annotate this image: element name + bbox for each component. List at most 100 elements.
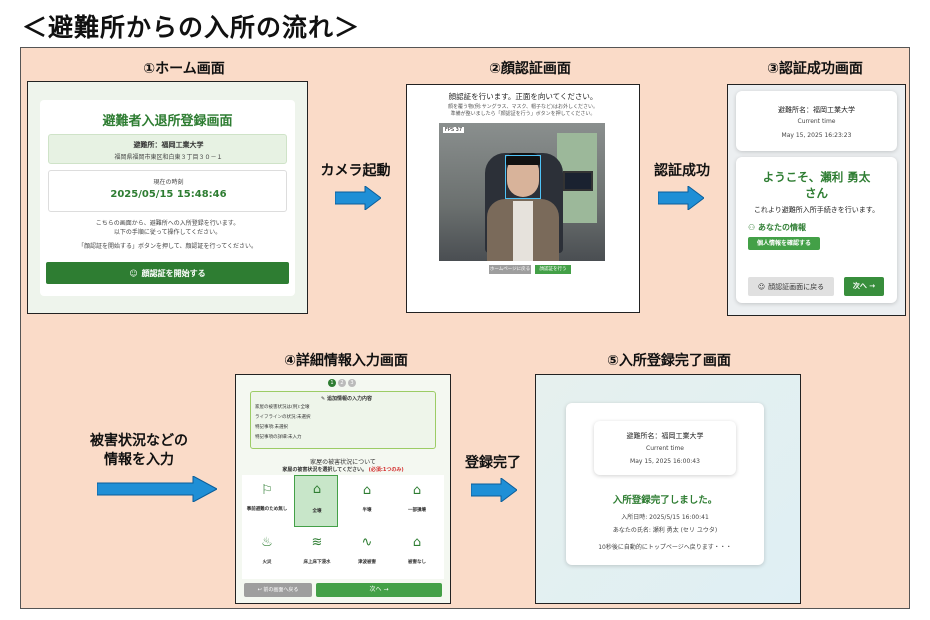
summary-line-1: 家屋の被害状況は(例):全壊	[255, 405, 310, 410]
face-icon: ☺	[129, 268, 138, 278]
option-fire[interactable]: ♨ 火災	[244, 529, 290, 577]
step-3: 3	[348, 379, 356, 387]
fps-readout: FPS 37	[443, 127, 465, 133]
arrow-label-camera: カメラ起動	[320, 163, 391, 179]
entry-time: 入所日時: 2025/5/15 16:00:41	[621, 514, 709, 521]
water-icon: ≋	[311, 535, 323, 550]
arrow-right-icon	[658, 186, 704, 210]
option-total-collapse[interactable]: ⌂ 全壊	[294, 475, 338, 527]
complete-screen: 避難所名：福岡工業大学 Current time May 15, 2025 16…	[535, 374, 801, 604]
step-1: 1	[328, 379, 336, 387]
home-heading: 避難者入退所登録画面	[102, 114, 233, 129]
option-label: 半壊	[362, 508, 372, 513]
success-time-label: Current time	[797, 118, 836, 125]
welcome-line-1: ようこそ、瀬利 勇太	[762, 170, 871, 184]
summary-line-4: 特記事項の詳細:未入力	[255, 435, 302, 440]
back-home-button[interactable]: ホームページに戻る	[489, 265, 531, 274]
proceed-text: これより避難所入所手続きを行います。	[753, 206, 880, 214]
summary-title: ✎ 追加情報の入力内容	[321, 395, 372, 402]
auth-success-screen: 避難所名：福岡工業大学 Current time May 15, 2025 16…	[727, 84, 906, 316]
complete-shelter-name: 避難所名：福岡工業大学	[626, 432, 704, 440]
camera-preview: FPS 37	[439, 123, 605, 261]
home-icon: ⌂	[312, 482, 322, 497]
damage-section-title: 家屋の被害状況について	[310, 459, 376, 466]
face-icon: ☺	[757, 282, 766, 291]
do-face-auth-button[interactable]: 顔認証を行う	[535, 265, 571, 274]
step-indicator: 1 2 3	[328, 379, 356, 387]
shelter-card: 避難所名：福岡工業大学 Current time May 15, 2025 16…	[736, 91, 897, 151]
home-desc-1: こちらの画面から、避難所への入所登録を行います。	[95, 220, 240, 227]
option-label: 火災	[262, 560, 272, 565]
time-box: 現在の時刻 2025/05/15 15:48:46	[48, 170, 287, 212]
person-shirt	[513, 201, 533, 261]
detail-next-button[interactable]: 次へ →	[316, 583, 442, 597]
damage-options-grid: ⚐ 事前避難のため無し ⌂ 全壊 ⌂ 半壊 ⌂ 一部損壊 ♨ 火災 ≋ 床上床下…	[242, 475, 444, 579]
shelter-address: 福岡県福岡市東区和白東３丁目３０－１	[114, 154, 223, 161]
option-label: 床上床下浸水	[303, 560, 331, 565]
resident-name: あなたの氏名: 瀬利 勇太 (セリ ユウタ)	[612, 527, 718, 534]
option-label: 津波被害	[358, 560, 376, 565]
option-no-damage[interactable]: ⌂ 被害なし	[394, 529, 440, 577]
home-panel-label: ①ホーム画面	[143, 61, 225, 77]
next-button[interactable]: 次へ →	[844, 277, 884, 296]
shelter-info-box: 避難所：福岡工業大学 福岡県福岡市東区和白東３丁目３０－１	[48, 134, 287, 164]
face-panel-label: ②顔認証画面	[489, 61, 571, 77]
detail-panel-label: ④詳細情報入力画面	[284, 353, 408, 369]
required-note: (必須:1つのみ)	[368, 467, 404, 473]
home-icon: ⌂	[412, 483, 422, 498]
option-label: 事前避難のため無し	[246, 507, 288, 512]
complete-card: 避難所名：福岡工業大学 Current time May 15, 2025 16…	[566, 403, 764, 565]
flag-icon: ⚐	[261, 483, 273, 498]
registration-done-text: 入所登録完了しました。	[612, 495, 718, 506]
arrow-label-done: 登録完了	[465, 455, 521, 471]
success-panel-label: ③認証成功画面	[767, 61, 863, 77]
home-card: 避難者入退所登録画面 避難所：福岡工業大学 福岡県福岡市東区和白東３丁目３０－１…	[40, 100, 295, 296]
option-label: 全壊	[312, 509, 322, 514]
pencil-icon: ✎	[321, 396, 326, 402]
arrow-label-input-1: 被害状況などの	[90, 433, 188, 449]
option-half-collapse[interactable]: ⌂ 半壊	[344, 477, 390, 525]
arrow-right-icon	[335, 186, 381, 210]
face-sub-2: 準備が整いましたら「顔認証を行う」ボタンを押してください。	[450, 111, 596, 117]
option-tsunami[interactable]: ∿ 津波被害	[344, 529, 390, 577]
page-title: ＜避難所からの入所の流れ＞	[22, 13, 361, 42]
home-desc-3: 「顔認証を開始する」ボタンを押して、顔認証を行ってください。	[77, 243, 258, 250]
your-info-heading: ⚇ あなたの情報	[748, 222, 806, 233]
time-label: 現在の時刻	[153, 179, 184, 186]
arrow-label-input-2: 情報を入力	[104, 452, 174, 468]
option-label: 一部損壊	[408, 508, 426, 513]
arrow-right-icon	[97, 476, 217, 502]
option-flooding[interactable]: ≋ 床上床下浸水	[294, 529, 340, 577]
person-hair	[505, 153, 541, 165]
start-face-auth-button[interactable]: ☺ 顔認証を開始する	[46, 262, 289, 284]
face-detection-box	[505, 155, 541, 199]
success-time: May 15, 2025 16:23:23	[781, 132, 852, 139]
detail-input-screen: 1 2 3 ✎ 追加情報の入力内容 家屋の被害状況は(例):全壊 ライフラインの…	[235, 374, 451, 604]
success-shelter-name: 避難所名：福岡工業大学	[778, 106, 855, 114]
option-partial-damage[interactable]: ⌂ 一部損壊	[394, 477, 440, 525]
damage-prompt-text: 家屋の被害状況を選択してください。	[282, 467, 368, 473]
welcome-line-2: さん	[805, 186, 828, 200]
face-auth-screen: 顔認証を行います。正面を向いてください。 顔を覆う物(例:サングラス、マスク、帽…	[406, 84, 640, 313]
back-previous-button[interactable]: ↩ 前の画面へ戻る	[244, 583, 312, 597]
wave-icon: ∿	[361, 535, 373, 550]
back-to-face-auth-label: 顔認証画面に戻る	[768, 282, 825, 291]
summary-line-3: 特記事項:未選択	[255, 425, 289, 430]
damage-prompt: 家屋の被害状況を選択してください。 (必須:1つのみ)	[236, 466, 450, 473]
home-desc-2: 以下の手順に従って操作してください。	[113, 229, 222, 236]
your-info-label: あなたの情報	[757, 223, 806, 232]
redirect-notice: 10秒後に自動的にトップページへ戻ります・・・	[598, 544, 732, 551]
home-screen: 避難者入退所登録画面 避難所：福岡工業大学 福岡県福岡市東区和白東３丁目３０－１…	[27, 81, 308, 314]
option-no-damage-evacuation[interactable]: ⚐ 事前避難のため無し	[244, 477, 290, 525]
home-icon: ⌂	[412, 535, 422, 550]
back-to-face-auth-button[interactable]: ☺ 顔認証画面に戻る	[748, 277, 834, 296]
users-icon: ⚇	[748, 223, 756, 232]
face-sub-1: 顔を覆う物(例:サングラス、マスク、帽子など)はお外しください。	[447, 104, 599, 110]
welcome-card: ようこそ、瀬利 勇太 さん これより避難所入所手続きを行います。 ⚇ あなたの情…	[736, 157, 897, 303]
fire-icon: ♨	[261, 535, 273, 550]
complete-time-label: Current time	[646, 445, 684, 452]
step-2: 2	[338, 379, 346, 387]
confirm-info-button[interactable]: 個人情報を確認する	[748, 237, 820, 250]
complete-shelter-card: 避難所名：福岡工業大学 Current time May 15, 2025 16…	[594, 421, 736, 475]
arrow-right-icon	[471, 478, 517, 502]
